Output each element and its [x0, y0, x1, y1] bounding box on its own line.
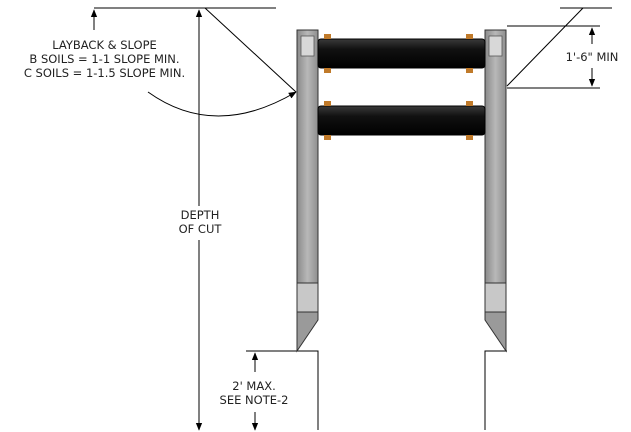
min-extension-label: 1'-6" MIN [555, 50, 629, 64]
trench-bottom-left [246, 350, 319, 430]
layback-c-soils: C SOILS = 1-1.5 SLOPE MIN. [23, 66, 186, 80]
max-gap-line-1: 2' MAX. [232, 379, 276, 393]
layback-title: LAYBACK & SLOPE [52, 38, 157, 52]
layback-note: LAYBACK & SLOPE B SOILS = 1-1 SLOPE MIN.… [2, 38, 207, 80]
layback-arc [147, 91, 297, 117]
trench-bottom-right [484, 350, 507, 430]
left-shield-wall [296, 29, 319, 353]
depth-of-cut-label: DEPTH OF CUT [155, 208, 245, 236]
upper-spreader-pipe [317, 34, 486, 73]
layback-slope-left [204, 7, 297, 93]
max-gap-line-2: SEE NOTE-2 [219, 393, 289, 407]
max-gap-label: 2' MAX. SEE NOTE-2 [208, 379, 300, 407]
layback-slope-right [506, 7, 584, 87]
lower-spreader-pipe [317, 101, 486, 140]
layback-b-soils: B SOILS = 1-1 SLOPE MIN. [29, 52, 180, 66]
depth-line-2: OF CUT [178, 222, 222, 236]
right-shield-wall [484, 29, 507, 353]
depth-line-1: DEPTH [180, 208, 220, 222]
